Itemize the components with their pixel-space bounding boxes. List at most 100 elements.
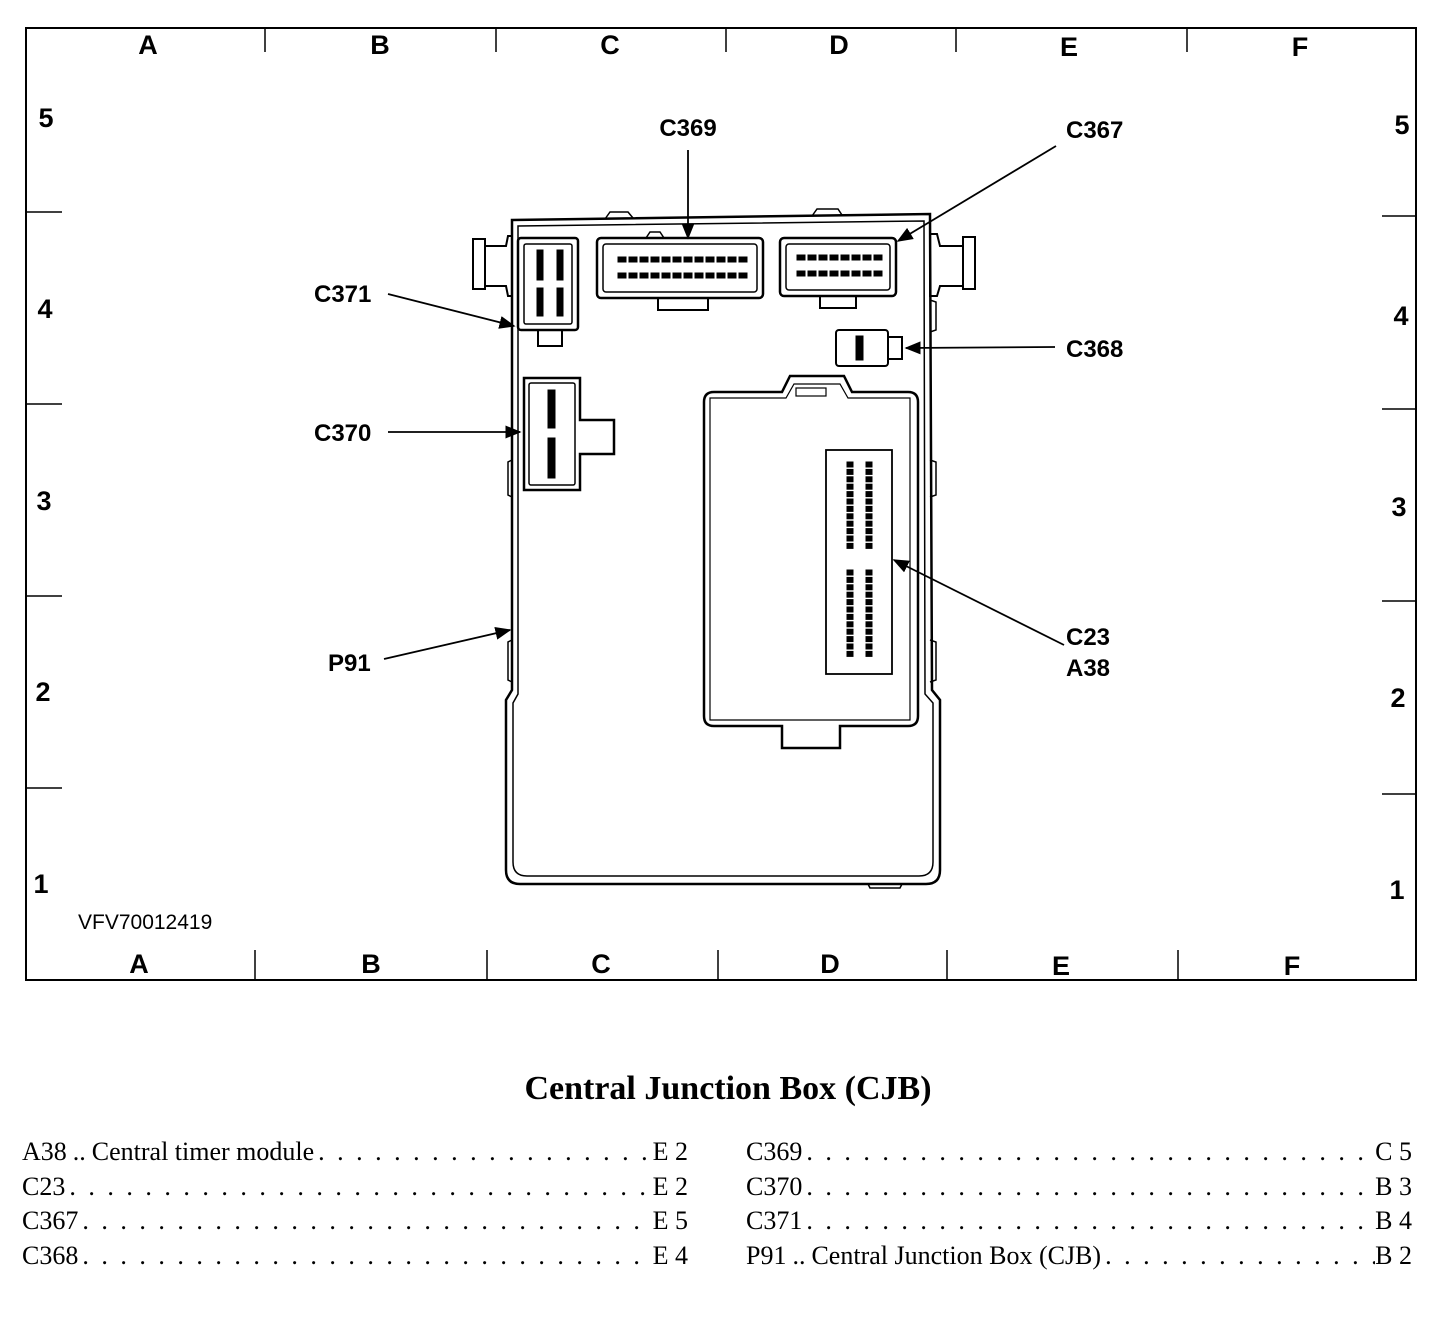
legend-code: A38 [22,1137,67,1166]
legend-grid-location: B 2 [1375,1240,1412,1270]
pin-cavity [846,461,854,468]
pin-cavity [865,498,873,505]
pin-cavity [865,606,873,613]
pin-cavity [628,272,638,279]
pin-cavity [865,542,873,549]
connector-c369 [595,231,765,311]
pin-cavity [796,270,806,277]
leader-dots [802,1172,1375,1202]
grid-row-right-5: 5 [1394,110,1409,140]
pin-cavity [846,535,854,542]
pin-cavity [865,483,873,490]
grid-row-left-2: 2 [35,677,50,707]
diagram-caption: Central Junction Box (CJB) [524,1070,932,1107]
pin-cavity [617,272,627,279]
pin-cavity [683,256,693,263]
legend-code: C368 [22,1240,79,1270]
pin-cavity [846,584,854,591]
module-c23-a38 [702,374,920,750]
pin-cavity [846,476,854,483]
grid-col-top-e: E [1060,32,1078,62]
pin-cavity [738,272,748,279]
callout-c371: C371 [314,281,371,308]
pin-cavity [865,461,873,468]
grid-row-right-1: 1 [1389,875,1404,905]
legend-description: Central Junction Box (CJB) [811,1240,1102,1270]
pin-cavity [846,599,854,606]
callout-c369: C369 [659,115,716,142]
legend-grid-location: E 2 [652,1171,688,1201]
pin-cavity [862,254,872,261]
pin-cavity [846,542,854,549]
pin-cavity [705,272,715,279]
pin-cavity [846,606,854,613]
callout-c368: C368 [1066,336,1123,363]
pin-cavity [738,256,748,263]
grid-row-left-3: 3 [36,486,51,516]
pin-cavity [862,270,872,277]
pin-cavity [865,591,873,598]
pin-cavity [846,528,854,535]
leader-dots [314,1137,652,1167]
pin-cavity [873,254,883,261]
connector-c371 [516,236,580,347]
pin-cavity [846,613,854,620]
pin-cavity [628,256,638,263]
pin-cavity [865,576,873,583]
legend-code: C367 [22,1206,79,1235]
pin-cavity [865,513,873,520]
cjb-housing-outer [504,212,942,886]
pin-cavity [865,599,873,606]
pin-cavity [865,569,873,576]
pin-cavity [705,256,715,263]
pin-cavity [865,468,873,475]
diagram: A B C D E F A B C D E F 5 4 3 2 1 5 4 3 … [25,27,1417,981]
leader-dots [78,1241,652,1271]
left-row-ticks [26,211,62,789]
pin-cavity [672,256,682,263]
pin-cavity [865,650,873,657]
grid-col-top-b: B [370,30,390,60]
pin-cavity [865,643,873,650]
pin-cavity [846,569,854,576]
pin-cavity [727,272,737,279]
pin-cavity [846,650,854,657]
connector-c367 [778,236,898,309]
leader-c23 [892,559,1065,646]
leader-dots [78,1206,652,1236]
pin-cavity [846,491,854,498]
central-junction-box-drawing [472,208,976,889]
pin-cavity [846,483,854,490]
pin-cavity [865,613,873,620]
legend-code: C369 [746,1137,803,1166]
pin-cavity [829,270,839,277]
pin-cavity [846,576,854,583]
pin-cavity [851,270,861,277]
grid-row-left-4: 4 [37,294,52,324]
pin-cavity [639,256,649,263]
pin-cavity [865,520,873,527]
legend-grid-location: E 4 [652,1240,688,1270]
pin-cavity [865,584,873,591]
leader-p91 [383,626,512,660]
legend-description: Central timer module [91,1137,315,1166]
pin-cavity [807,270,817,277]
grid-col-top-d: D [829,30,849,60]
legend-item: P91 .. Central Junction Box (CJB) B 2 [746,1241,1412,1276]
grid-row-right-4: 4 [1393,301,1408,331]
leader-c371 [387,293,516,329]
leader-dots [802,1137,1375,1167]
leader-c368 [904,341,1056,355]
cjb-housing-inner [512,220,934,877]
pin-cavity [694,256,704,263]
pin-cavity [846,621,854,628]
grid-col-bottom-c: C [591,949,611,979]
pin-cavity [661,256,671,263]
legend-item: C371 B 4 [746,1206,1412,1241]
pin-cavity [639,272,649,279]
legend-code: C370 [746,1171,803,1201]
pin-cavity [650,272,660,279]
grid-col-top-f: F [1292,32,1309,62]
pin-cavity [829,254,839,261]
legend-left-column: A38 .. Central timer module E 2 C23 E 2 … [22,1137,688,1275]
